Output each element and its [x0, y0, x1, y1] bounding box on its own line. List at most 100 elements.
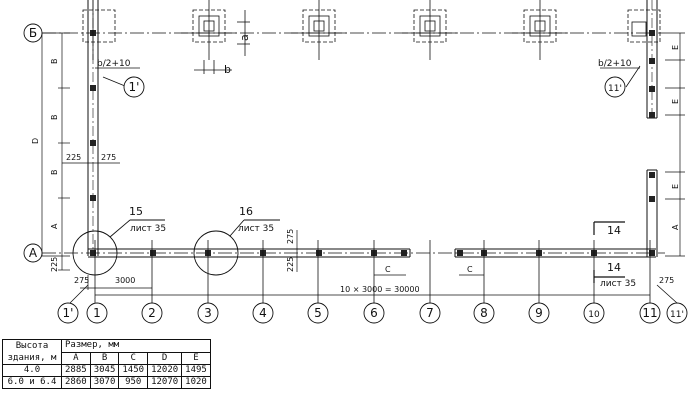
callout-16-number: 16	[239, 205, 253, 218]
size-table-height-header: Высота здания, м	[2, 339, 62, 365]
axis-label-4: 4	[259, 306, 267, 320]
callouts	[72, 219, 280, 276]
size-table-header-row: Высота здания, м Размер, мм	[2, 339, 211, 365]
axis-bubble-6	[363, 302, 385, 324]
axis-bubble-5	[307, 302, 329, 324]
size-table-size-header: Размер, мм	[61, 339, 211, 353]
axis-bubble-10	[583, 302, 605, 324]
table-cell: 12070	[147, 376, 183, 389]
size-table-col-e: Е	[181, 351, 211, 365]
callout-15-number: 15	[129, 205, 143, 218]
dimension-lines	[38, 32, 685, 296]
column-detail-7	[402, 0, 458, 60]
table-cell: 12020	[147, 364, 183, 377]
section-14-top-label: 14	[607, 224, 621, 237]
size-table-col-c: С	[118, 351, 149, 365]
anchor-bolts	[90, 30, 655, 256]
axis-bubble-8	[473, 302, 495, 324]
axis-label-a: А	[29, 246, 38, 260]
axis-bubble-1	[86, 302, 108, 324]
column-details-top	[82, 0, 661, 74]
left-dim-b-3: В	[50, 170, 59, 176]
left-dim-b-2: В	[50, 115, 59, 121]
axis-label-11prime-top: 11'	[608, 84, 622, 94]
table-cell-height: 4.0	[2, 364, 62, 377]
dim-c-1: С	[385, 265, 391, 274]
table-cell: 1020	[181, 376, 211, 389]
column-detail-11	[627, 9, 661, 43]
left-dim-b-1: В	[50, 59, 59, 65]
anchor-offset-note-left: b/2+10	[97, 59, 131, 69]
dim-225-vertical: 225	[286, 257, 295, 272]
right-dim-a: А	[671, 224, 680, 230]
table-cell: 950	[118, 376, 149, 389]
dim-275-left: 275	[101, 153, 116, 162]
axis-label-1: 1	[93, 306, 101, 320]
callout-15-circle	[72, 230, 118, 276]
table-cell: 1450	[118, 364, 149, 377]
dim-225-left: 225	[66, 153, 81, 162]
foundation-plan: Б А 1' 1 2 3 4 5 6 7 8 9 10 11 11' 1' 11…	[23, 0, 688, 324]
dim-275-bottom-left: 275	[74, 276, 89, 285]
axis-label-7: 7	[426, 306, 434, 320]
detail-dim-b: b	[224, 63, 231, 76]
callout-15-sheet: лист 35	[130, 224, 166, 234]
anchor-offset-note-right: b/2+10	[598, 59, 632, 69]
axis-bubble-11prime-top	[604, 76, 626, 98]
axis-label-5: 5	[314, 306, 322, 320]
axis-bubble-1prime-top	[123, 76, 145, 98]
axis-bubble-a	[23, 243, 43, 263]
table-cell: 3045	[89, 364, 120, 377]
axis-label-6: 6	[370, 306, 378, 320]
section-14-bottom-label: 14	[607, 261, 621, 274]
axis-label-b: Б	[29, 26, 37, 40]
axis-label-3: 3	[204, 306, 212, 320]
table-cell-height: 6.0 и 6.4	[2, 376, 62, 389]
axis-label-11prime: 11'	[670, 310, 684, 320]
right-dim-e-2: Е	[671, 99, 680, 104]
size-table-col-d: D	[147, 351, 183, 365]
right-foundation-beam-lower	[646, 169, 658, 257]
dim-3000: 3000	[115, 276, 135, 285]
table-cell: 1495	[181, 364, 211, 377]
table-cell: 2860	[61, 376, 91, 389]
section-14-sheet: лист 35	[600, 279, 636, 289]
detail-dim-a: a	[238, 34, 251, 41]
right-dim-e-3: Е	[671, 184, 680, 189]
table-row: 6.0 и 6.4 2860 3070 950 12070 1020	[2, 376, 211, 389]
bottom-foundation-beam-right	[454, 248, 656, 258]
table-cell: 3070	[89, 376, 120, 389]
axis-label-1prime-top: 1'	[129, 80, 140, 94]
table-row: 4.0 2885 3045 1450 12020 1495	[2, 364, 211, 377]
size-table-col-a: А	[61, 351, 91, 365]
column-detail-3	[181, 0, 237, 60]
axis-bubble-7	[419, 302, 441, 324]
left-dim-225: 225	[50, 257, 59, 272]
left-dim-a: А	[50, 223, 59, 229]
axis-label-9: 9	[535, 306, 543, 320]
axis-label-10: 10	[588, 310, 600, 320]
section-14-marks	[593, 221, 625, 283]
dim-c-2: С	[467, 265, 473, 274]
axis-bubble-1prime	[57, 302, 79, 324]
dim-275-right: 275	[659, 276, 674, 285]
column-detail-1	[82, 0, 116, 60]
axis-label-11: 11	[642, 306, 657, 320]
dim-total: 10 × 3000 = 30000	[340, 285, 420, 294]
size-table-col-b: В	[89, 351, 120, 365]
right-dim-e-1: Е	[671, 45, 680, 50]
callout-16-circle	[193, 230, 239, 276]
axis-bubble-11prime	[666, 302, 688, 324]
column-detail-9	[512, 0, 568, 60]
axis-bubble-11	[639, 302, 661, 324]
callout-16-sheet: лист 35	[238, 224, 274, 234]
axis-label-8: 8	[480, 306, 488, 320]
column-detail-5	[291, 0, 347, 60]
axis-bubble-9	[528, 302, 550, 324]
axis-bubble-b	[23, 23, 43, 43]
size-table-column-row: А В С D Е	[3, 351, 211, 365]
axis-label-2: 2	[148, 306, 156, 320]
size-table: Высота здания, м Размер, мм А В С D Е 4.…	[2, 339, 211, 389]
left-dim-d: D	[31, 138, 40, 144]
axis-bubble-3	[197, 302, 219, 324]
